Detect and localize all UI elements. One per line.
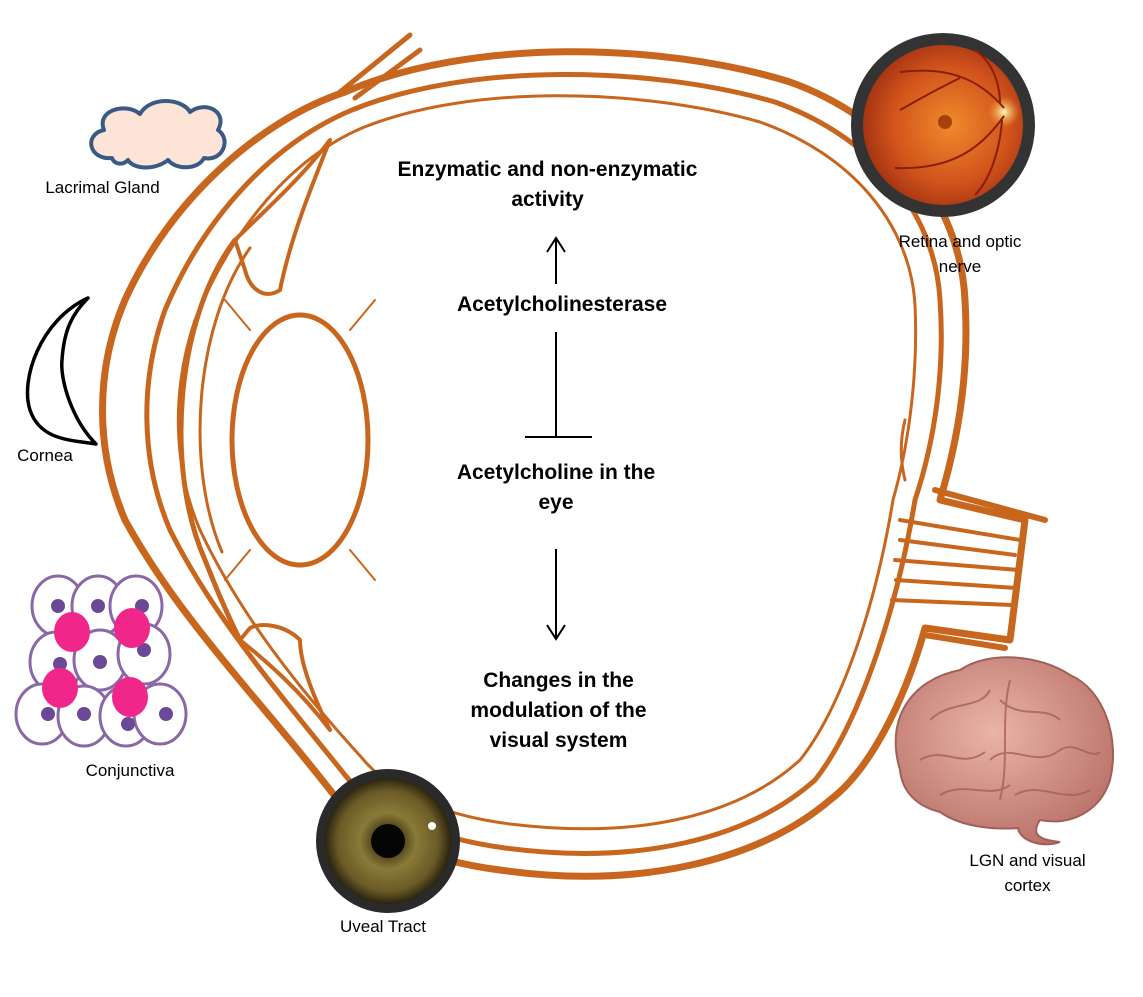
zonule-fibers: [224, 299, 376, 581]
activation-arrow-head: [546, 236, 566, 253]
retina-fundus-icon: [851, 33, 1035, 217]
eye-iris-icon: [316, 769, 460, 913]
brain-icon: [894, 656, 1114, 846]
retina-optic-nerve-label: Retina and optic nerve: [898, 232, 1022, 276]
eye-anatomy-sketch: [99, 32, 1048, 880]
uveal-tract-label: Uveal Tract: [340, 917, 426, 936]
lgn-visual-cortex-label: LGN and visual cortex: [969, 851, 1086, 895]
effect-arrow-head: [546, 624, 566, 641]
iris-upper: [233, 138, 332, 296]
enzyme-label: Acetylcholinesterase: [456, 293, 668, 316]
crescent-icon: [25, 296, 98, 446]
cells-icon: [14, 574, 188, 748]
center-pathway: [525, 236, 592, 641]
lacrimal-gland-label: Lacrimal Gland: [45, 178, 160, 197]
cornea-label: Cornea: [17, 446, 73, 465]
optic-nerve-sheath: [922, 487, 1048, 651]
cloud-icon: [89, 99, 227, 170]
substrate-label: Acetylcholine in the eye: [456, 461, 656, 514]
lens: [229, 312, 371, 568]
cornea-front: [178, 237, 243, 643]
conjunctiva-label: Conjunctiva: [85, 761, 175, 780]
optic-nerve: [890, 518, 1022, 607]
choroid-line: [144, 71, 944, 856]
activity-label: Enzymatic and non-enzymatic activity: [397, 158, 698, 211]
iris-lower: [238, 623, 332, 732]
fovea: [899, 418, 907, 482]
outcome-label: Changes in the modulation of the visual …: [470, 669, 647, 752]
muscle-tendon: [337, 32, 423, 101]
cornea-inner: [198, 246, 252, 554]
